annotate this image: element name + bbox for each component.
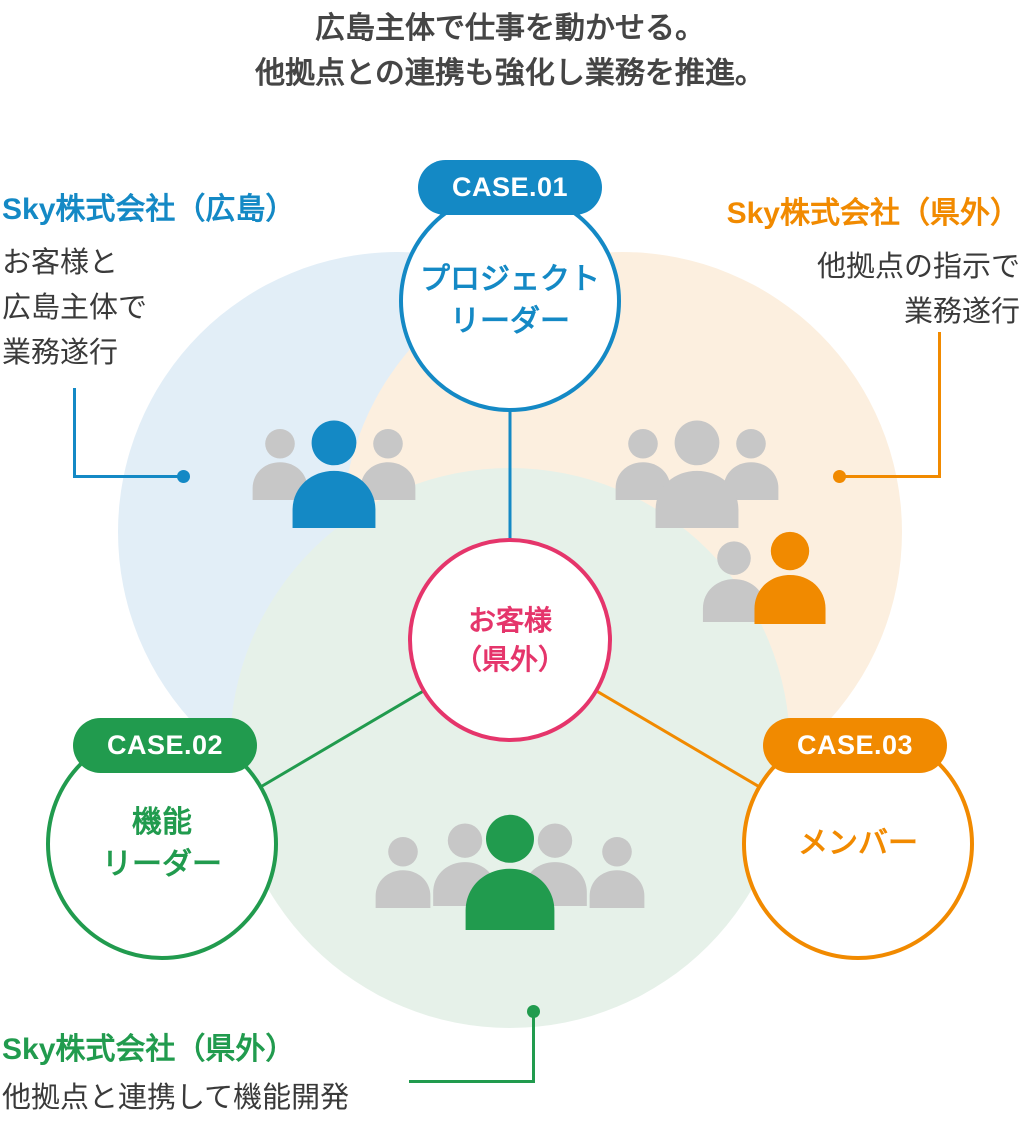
annotation-kengai-bottom-title: Sky株式会社（県外）: [2, 1033, 296, 1066]
annotation-desc-line: 他拠点と連携して機能開発: [2, 1082, 350, 1114]
annotation-hiroshima-dot: [177, 470, 190, 483]
annotation-desc-line: 業務遂行: [903, 296, 1020, 328]
role-label-line: メンバー: [798, 827, 918, 860]
annotation-kengai-right-connector-vertical: [938, 332, 941, 478]
annotation-kengai-right: Sky株式会社（県外） 他拠点の指示で 業務遂行: [727, 196, 1020, 335]
annotation-kengai-bottom-desc: 他拠点と連携して機能開発: [2, 1076, 349, 1121]
annotation-hiroshima-connector-horizontal: [73, 475, 181, 478]
annotation-kengai-right-desc: 他拠点の指示で 業務遂行: [727, 245, 1020, 335]
annotation-kengai-right-title: Sky株式会社（県外）: [726, 197, 1020, 230]
annotation-hiroshima-desc: お客様と 広島主体で 業務遂行: [2, 241, 295, 376]
role-label-line: 機能: [132, 806, 192, 839]
customer-label-line: （県外）: [453, 644, 566, 675]
annotation-hiroshima-title: Sky株式会社（広島）: [2, 193, 296, 226]
customer-label-line: お客様: [467, 604, 552, 636]
annotation-desc-line: 広島主体で: [2, 292, 148, 324]
role-label-line: リーダー: [102, 848, 222, 881]
annotation-desc-line: 業務遂行: [2, 337, 119, 369]
role-label-line: プロジェクト: [420, 263, 600, 296]
heading-line-2: 他拠点との連携も強化し業務を推進。: [255, 57, 765, 90]
page-title: 広島主体で仕事を動かせる。 他拠点との連携も強化し業務を推進。: [0, 6, 1020, 96]
role-label-line: リーダー: [450, 305, 570, 338]
heading-line-1: 広島主体で仕事を動かせる。: [315, 12, 705, 45]
badge-case-03: CASE.03: [763, 718, 947, 773]
badge-case-01: CASE.01: [418, 160, 602, 215]
annotation-kengai-right-connector-horizontal: [845, 475, 941, 478]
annotation-kengai-bottom: Sky株式会社（県外） 他拠点と連携して機能開発: [2, 1032, 349, 1121]
annotation-kengai-right-dot: [833, 470, 846, 483]
annotation-desc-line: 他拠点の指示で: [816, 251, 1020, 283]
badge-case-02: CASE.02: [73, 718, 257, 773]
annotation-kengai-bottom-dot: [527, 1005, 540, 1018]
annotation-kengai-bottom-connector-vertical: [532, 1012, 535, 1082]
annotation-hiroshima-connector-vertical: [73, 388, 76, 478]
annotation-desc-line: お客様と: [2, 247, 119, 279]
annotation-kengai-bottom-connector-horizontal: [409, 1080, 535, 1083]
annotation-hiroshima: Sky株式会社（広島） お客様と 広島主体で 業務遂行: [2, 192, 295, 376]
node-project-leader: プロジェクト リーダー: [399, 190, 621, 412]
node-customer: お客様 （県外）: [408, 538, 612, 742]
